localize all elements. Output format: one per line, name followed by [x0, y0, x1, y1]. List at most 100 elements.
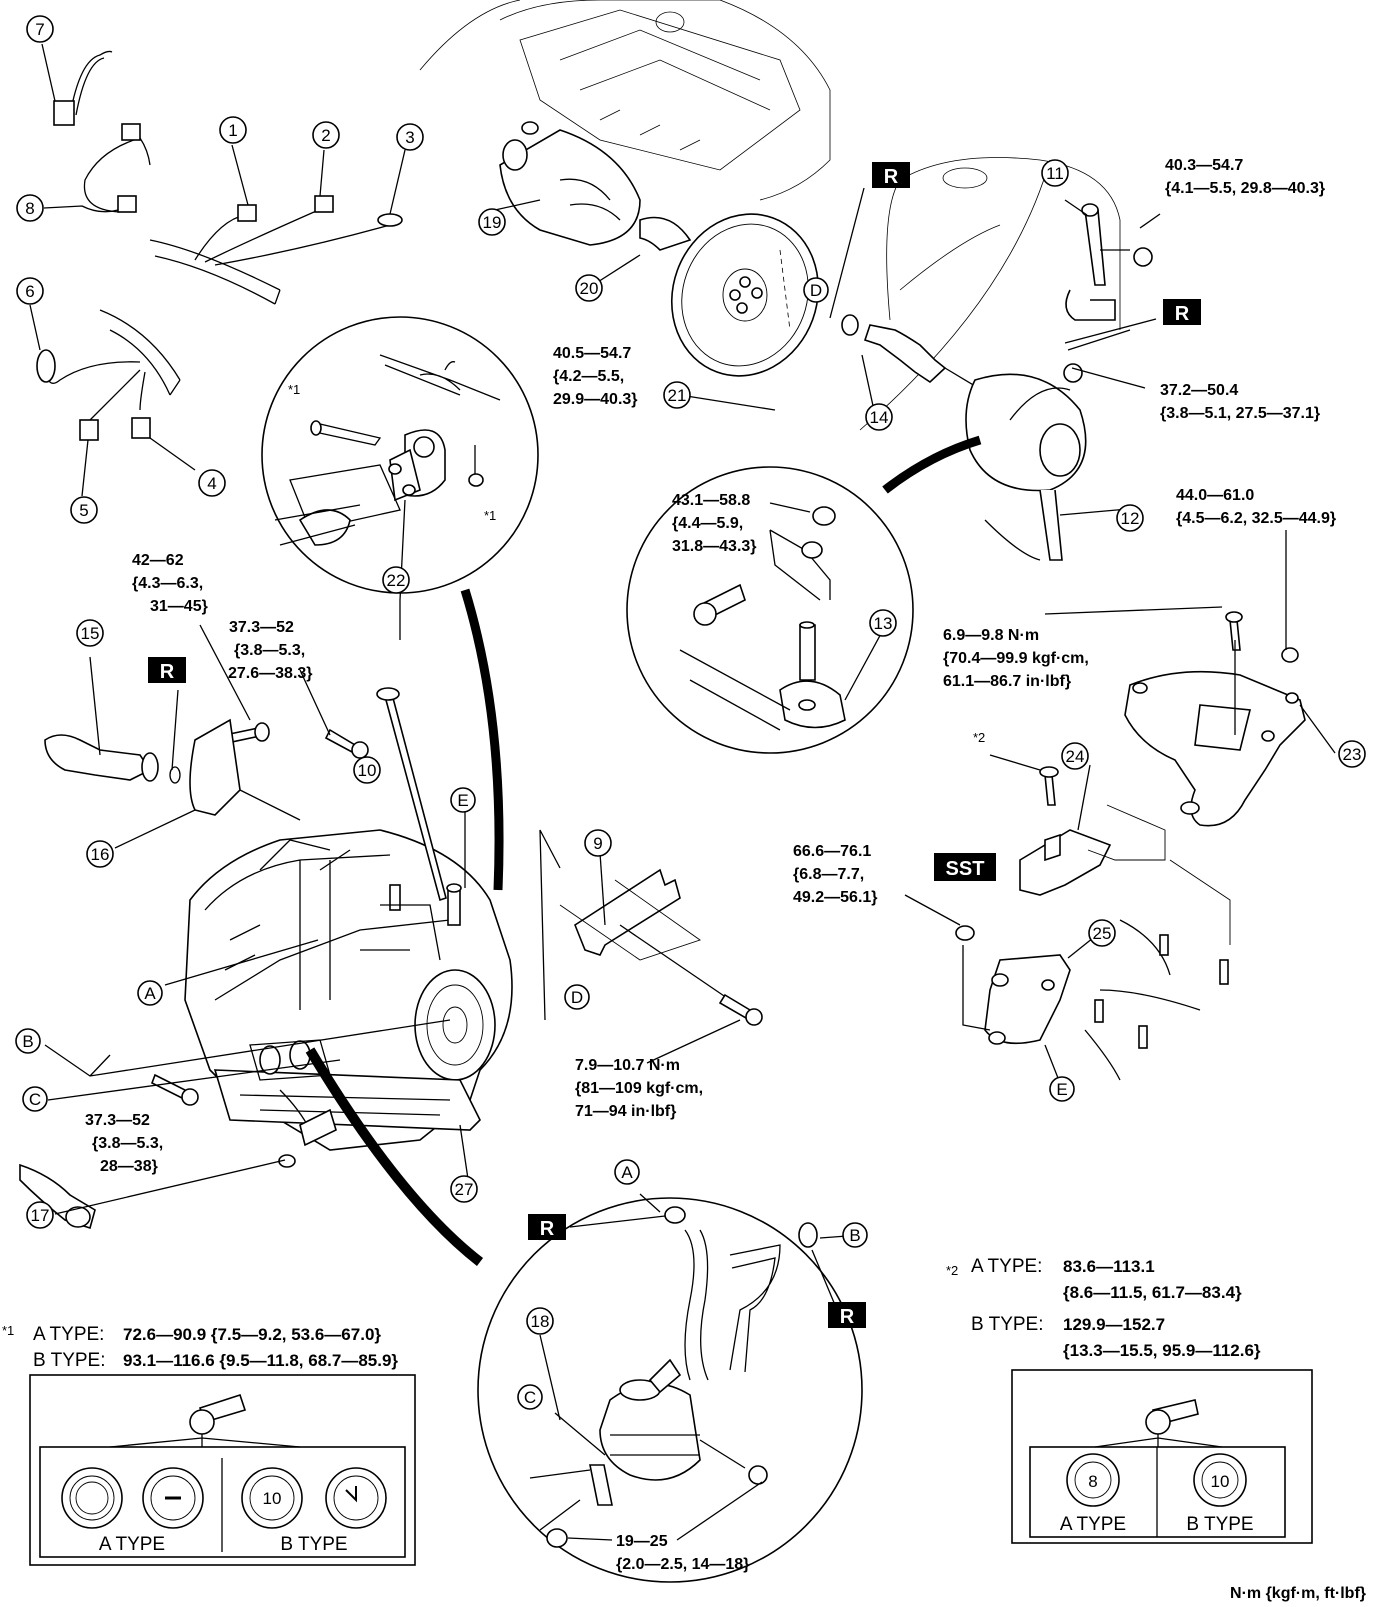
- leader-lines: [29, 43, 1336, 1541]
- note-1-a-type: A TYPE:: [33, 1324, 104, 1345]
- engine-outline: [419, 0, 1121, 431]
- svg-text:E: E: [1056, 1080, 1067, 1099]
- torque-ball-joint: 37.2—50.4{3.8—5.1, 27.5—37.1}: [1160, 382, 1320, 422]
- a-type-plain-bolt-icon: [61, 1467, 123, 1529]
- note-1-b-type: B TYPE:: [33, 1350, 106, 1371]
- units-legend: N·m {kgf·m, ft·lbf}: [1230, 1585, 1366, 1602]
- callout-14: 14: [865, 403, 893, 431]
- wiring-harness: [36, 50, 403, 441]
- detail-circle-oilcooler: [477, 1197, 863, 1583]
- b-type-mark-bolt-icon: [325, 1467, 387, 1529]
- svg-text:22: 22: [387, 571, 406, 590]
- svg-text:17: 17: [31, 1206, 50, 1225]
- torque-specs: 40.3—54.7{4.1—5.5, 29.8—40.3} 40.5—54.7{…: [85, 157, 1336, 1573]
- svg-text:2: 2: [321, 126, 330, 145]
- svg-text:25: 25: [1093, 924, 1112, 943]
- marker-d-top: D: [803, 277, 829, 303]
- torque-23: 44.0—61.0{4.5—6.2, 32.5—44.9}: [1176, 487, 1336, 527]
- marker-e-mount: E: [1049, 1076, 1075, 1102]
- star-1-b: *1: [484, 508, 496, 523]
- bracket-9: [574, 868, 681, 956]
- svg-text:R: R: [840, 1306, 855, 1328]
- callout-11: 11: [1041, 159, 1069, 187]
- svg-text:7: 7: [35, 20, 44, 39]
- callout-15: 15: [76, 619, 104, 647]
- callout-5: 5: [70, 496, 98, 524]
- b-type-10-bolt-icon-2: 10: [1193, 1453, 1247, 1507]
- svg-text:4: 4: [207, 474, 216, 493]
- callout-9: 9: [584, 829, 612, 857]
- link-arc-oilcooler: [305, 1047, 484, 1266]
- svg-text:14: 14: [870, 408, 889, 427]
- note-2: *2 A TYPE: 83.6—113.1 {8.6—11.5, 61.7—83…: [946, 1256, 1313, 1544]
- bolt-16-head: [254, 722, 270, 742]
- svg-text:E: E: [457, 791, 468, 810]
- tag-r-left: R: [148, 657, 186, 683]
- note-1-a-label: A TYPE: [99, 1534, 165, 1555]
- marker-b-cooler: B: [842, 1222, 868, 1248]
- callout-23: 23: [1338, 740, 1366, 768]
- tag-r-top: R: [872, 162, 910, 188]
- svg-text:6: 6: [25, 282, 34, 301]
- callout-circles: 7 8 1 2 3 6 4 5 19 20 21 14 11 12 22 13 …: [16, 15, 1366, 1335]
- svg-text:R: R: [540, 1218, 555, 1240]
- torque-21: 40.5—54.7{4.2—5.5,29.9—40.3}: [553, 345, 638, 408]
- note-2-a-type: A TYPE:: [971, 1256, 1042, 1277]
- svg-text:3: 3: [405, 128, 414, 147]
- svg-text:9: 9: [593, 834, 602, 853]
- torque-c-side: 37.3—52{3.8—5.3,28—38}: [85, 1112, 163, 1175]
- note-1-mark: *1: [2, 1323, 14, 1338]
- svg-text:{8.6—11.5, 61.7—83.4}: {8.6—11.5, 61.7—83.4}: [1063, 1283, 1242, 1302]
- marker-e-trans: E: [450, 787, 476, 813]
- drive-plate: [670, 213, 820, 377]
- callout-1: 1: [219, 116, 247, 144]
- replace-tags: R R R SST R R: [148, 162, 1201, 1328]
- note-2-mark: *2: [946, 1263, 958, 1278]
- note-2-a-label: A TYPE: [1060, 1514, 1126, 1535]
- detail-circle-balljoint: [626, 466, 914, 754]
- svg-text:11: 11: [1046, 164, 1064, 183]
- tag-sst: SST: [934, 853, 996, 881]
- callout-10: 10: [353, 756, 381, 784]
- svg-text:83.6—113.1: 83.6—113.1: [1063, 1257, 1155, 1276]
- callout-27: 27: [450, 1175, 478, 1203]
- note-2-b-type: B TYPE:: [971, 1314, 1044, 1335]
- starter-motor: [499, 121, 692, 251]
- link-arc-balljoint: [882, 435, 982, 494]
- callout-13: 13: [869, 609, 897, 637]
- svg-text:R: R: [884, 166, 899, 188]
- letter-markers: D E A D B C E A B C: [15, 277, 1075, 1410]
- note-1: *1 A TYPE: 72.6—90.9 {7.5—9.2, 53.6—67.0…: [2, 1323, 416, 1566]
- svg-text:D: D: [810, 281, 822, 300]
- svg-text:27: 27: [455, 1180, 474, 1199]
- marker-c-cooler: C: [517, 1384, 543, 1410]
- callout-22: 22: [382, 566, 410, 594]
- svg-text:{13.3—15.5, 95.9—112.6}: {13.3—15.5, 95.9—112.6}: [1063, 1341, 1261, 1360]
- marker-a-cooler: A: [614, 1159, 640, 1185]
- marker-a: A: [137, 980, 163, 1006]
- svg-text:5: 5: [79, 501, 88, 520]
- svg-text:10: 10: [358, 761, 377, 780]
- bolt-10-head: [351, 741, 369, 759]
- svg-text:23: 23: [1343, 745, 1362, 764]
- svg-text:B: B: [849, 1226, 860, 1245]
- callout-18: 18: [526, 1307, 554, 1335]
- torque-11: 40.3—54.7{4.1—5.5, 29.8—40.3}: [1165, 157, 1325, 197]
- svg-text:15: 15: [81, 624, 100, 643]
- detail-circle-mount: [261, 316, 539, 594]
- svg-text:8: 8: [1088, 1472, 1097, 1491]
- svg-text:21: 21: [668, 386, 687, 405]
- svg-text:10: 10: [263, 1489, 282, 1508]
- callout-25: 25: [1088, 919, 1116, 947]
- svg-text:18: 18: [531, 1312, 550, 1331]
- callout-7: 7: [26, 15, 54, 43]
- bracket-16: [189, 718, 241, 816]
- callout-20: 20: [575, 274, 603, 302]
- callout-21: 21: [663, 381, 691, 409]
- shaft-end: [141, 752, 159, 782]
- callout-8: 8: [16, 194, 44, 222]
- callout-2: 2: [312, 121, 340, 149]
- torque-16: 42—62{4.3—6.3,31—45}: [132, 552, 208, 615]
